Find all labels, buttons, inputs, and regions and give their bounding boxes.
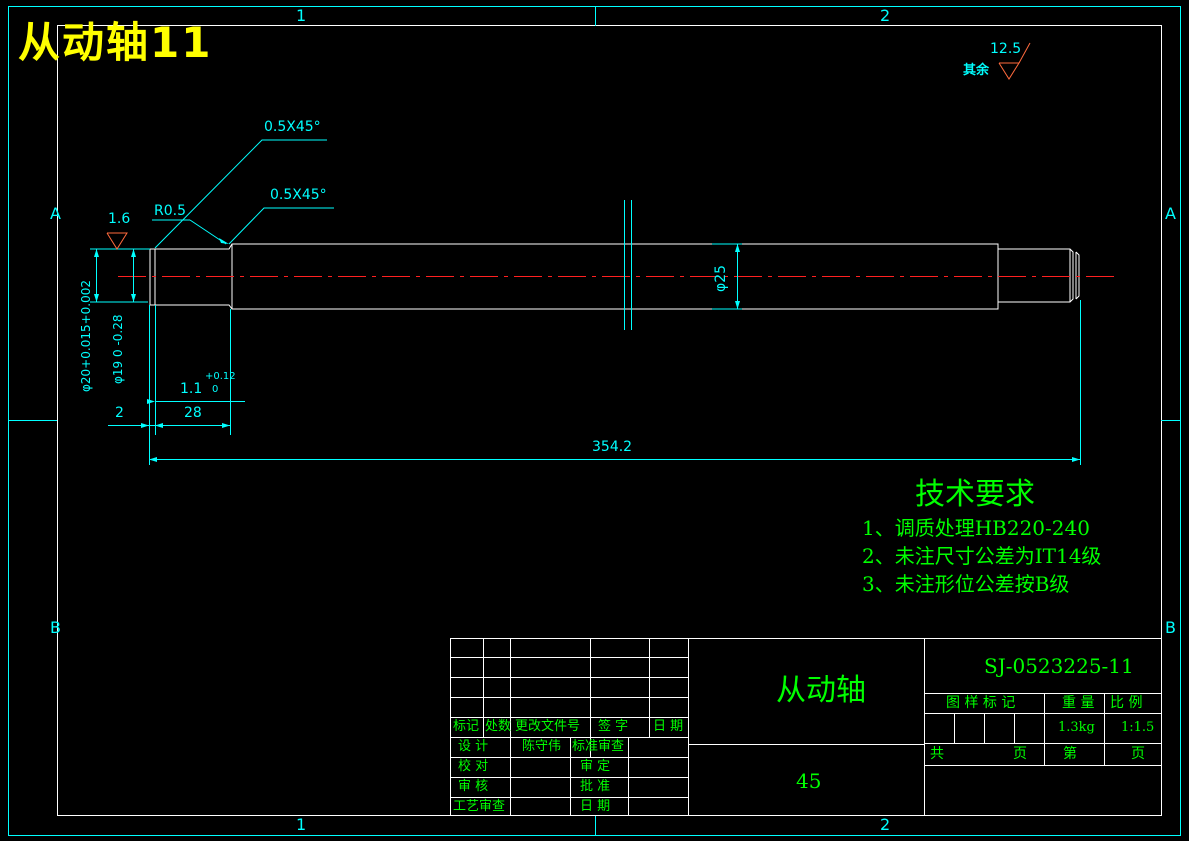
sign-row-2-check: 审 定 xyxy=(580,759,611,774)
roughness-default-label: 其余 xyxy=(963,63,990,78)
dim-len-total: 354.2 xyxy=(592,439,633,455)
dim-groove-tol-upper: +0.12 xyxy=(205,371,236,382)
sign-row-3-check: 批 准 xyxy=(580,779,611,794)
page-label: 页 xyxy=(1013,746,1027,762)
hdr-scale: 比 例 xyxy=(1110,695,1143,711)
rev-header-mark: 标记 xyxy=(453,719,480,734)
grid-bottom-1: 1 xyxy=(296,815,307,834)
dim-groove-width: 1.1 xyxy=(180,381,203,397)
shaft-outline xyxy=(149,243,1080,310)
title-block-grid xyxy=(450,638,1162,816)
scale-value: 1:1.5 xyxy=(1121,720,1155,735)
grid-left-b: B xyxy=(50,618,61,637)
sign-row-4-check: 日 期 xyxy=(580,799,611,814)
sheet-page-label: 页 xyxy=(1131,746,1145,762)
grid-left-a: A xyxy=(50,204,61,223)
rev-header-date: 日 期 xyxy=(653,719,684,734)
dim-len-journal: 28 xyxy=(184,405,202,421)
sheet-label: 第 xyxy=(1063,746,1077,762)
weight-value: 1.3kg xyxy=(1058,720,1095,735)
rev-header-doc: 更改文件号 xyxy=(515,719,581,734)
dim-chamfer-inner: 0.5X45° xyxy=(270,187,327,203)
grid-right-a: A xyxy=(1165,204,1176,223)
dim-groove-tol-lower: 0 xyxy=(212,384,219,395)
outer-frame xyxy=(8,6,1181,836)
tech-req-item-3: 3、未注形位公差按B级 xyxy=(862,572,1070,596)
dimension-arrows xyxy=(94,238,1080,462)
material: 45 xyxy=(796,769,822,793)
dim-radius: R0.5 xyxy=(154,203,186,219)
rev-header-sign: 签 字 xyxy=(598,719,629,734)
drawing-title: 从动轴11 xyxy=(18,18,213,67)
grid-top-2: 2 xyxy=(880,6,891,25)
dim-dia-journal: φ20+0.015+0.002 xyxy=(79,279,93,392)
total-label: 共 xyxy=(930,746,944,762)
sign-row-1-check: 标准审查 xyxy=(572,739,625,754)
dim-dia-groove: φ19 0 -0.28 xyxy=(111,314,125,385)
roughness-default-value: 12.5 xyxy=(990,41,1022,57)
tech-req-item-2: 2、未注尺寸公差为IT14级 xyxy=(862,544,1102,568)
tech-req-heading: 技术要求 xyxy=(915,477,1035,512)
sign-row-1-name: 陈守伟 xyxy=(522,739,562,754)
section-break xyxy=(624,200,632,330)
sign-row-1-role: 设 计 xyxy=(458,739,489,754)
sign-row-4-role: 工艺审查 xyxy=(453,799,506,814)
roughness-surface-value: 1.6 xyxy=(108,211,131,227)
roughness-symbols xyxy=(106,42,1031,250)
hdr-stage: 图 样 标 记 xyxy=(946,695,1016,711)
dim-dia-main: φ25 xyxy=(713,264,729,292)
zone-ticks xyxy=(8,6,1181,836)
dim-len-small: 2 xyxy=(115,405,124,421)
grid-right-b: B xyxy=(1165,618,1176,637)
drawing-number: SJ-0523225-11 xyxy=(984,654,1134,678)
sign-row-2-role: 校 对 xyxy=(458,759,489,774)
grid-top-1: 1 xyxy=(296,6,307,25)
part-name: 从动轴 xyxy=(776,673,866,708)
rev-header-count: 处数 xyxy=(485,719,512,734)
grid-bottom-2: 2 xyxy=(880,815,891,834)
hdr-weight: 重 量 xyxy=(1062,695,1095,711)
dim-chamfer-outer: 0.5X45° xyxy=(264,119,321,135)
dimension-lines xyxy=(90,139,1081,465)
tech-req-item-1: 1、调质处理HB220-240 xyxy=(862,516,1090,540)
sign-row-3-role: 审 核 xyxy=(458,779,489,794)
